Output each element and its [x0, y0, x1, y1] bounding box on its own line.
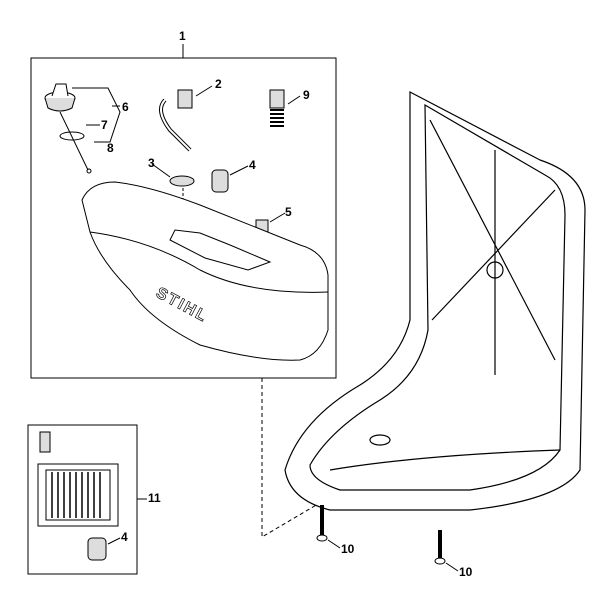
grommet-part: [169, 175, 195, 187]
callout-1: 1: [179, 29, 186, 43]
valve-part: [269, 89, 301, 127]
fuel-filter-part: [211, 169, 229, 193]
air-filter-part: [37, 431, 121, 561]
fuel-pickup-part: [159, 85, 213, 152]
callout-11: 11: [148, 491, 161, 505]
callout-10: 10: [341, 542, 355, 556]
callout-8: 8: [107, 141, 114, 155]
callout-9: 9: [303, 88, 310, 102]
tank-cap-part: [44, 83, 121, 174]
fuel-tank: [81, 181, 329, 361]
callout-3: 3: [148, 156, 155, 170]
callout-4: 4: [121, 530, 128, 544]
callout-2: 2: [215, 77, 222, 91]
screw-part: [316, 505, 459, 572]
back-frame: [284, 91, 586, 511]
callout-10: 10: [459, 565, 473, 579]
callout-5: 5: [285, 205, 292, 219]
callout-7: 7: [101, 118, 108, 132]
callout-4: 4: [249, 158, 256, 172]
callout-6: 6: [122, 100, 129, 114]
